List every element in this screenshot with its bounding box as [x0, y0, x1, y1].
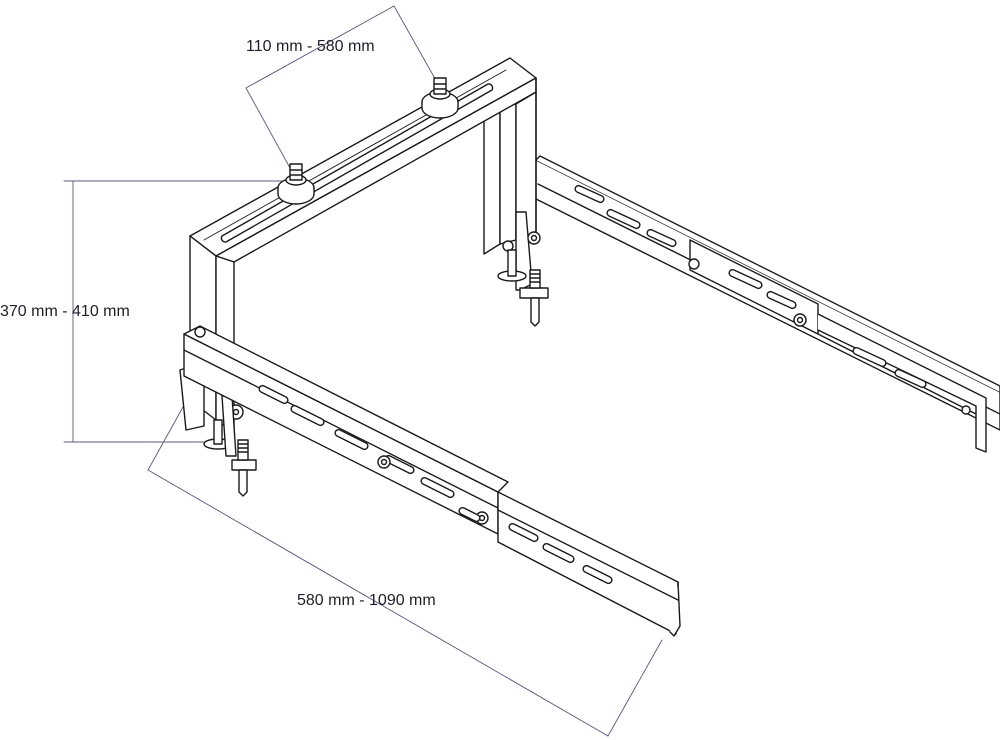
height-dimension-label: 370 mm - 410 mm: [0, 303, 130, 320]
top-width-line: [245, 5, 395, 89]
top-width-dimension-label: 110 mm - 580 mm: [246, 38, 375, 55]
front-rail-slots: [258, 384, 613, 585]
right-rail-slots: [574, 184, 927, 389]
right-rail: [533, 155, 1000, 453]
back-post: [483, 91, 549, 327]
top-bolt-left: [277, 163, 315, 205]
dimension-lines: [63, 5, 663, 737]
depth-line: [147, 469, 609, 737]
front-rail: [183, 325, 681, 637]
top-bolt-right: [421, 77, 459, 119]
depth-dimension-label: 580 mm - 1090 mm: [297, 592, 436, 609]
